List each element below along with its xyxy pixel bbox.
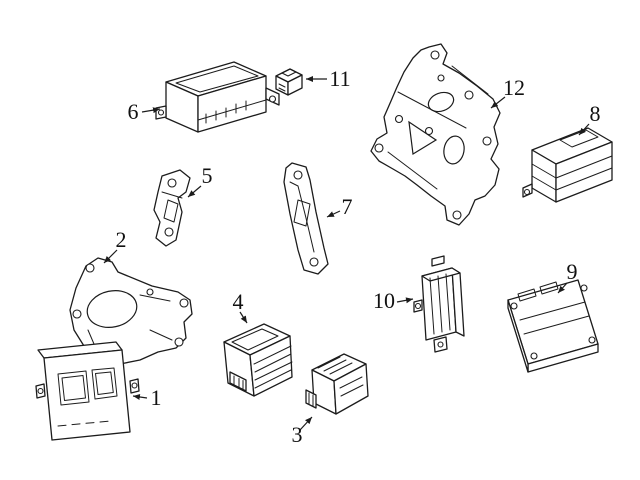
- part-8-drawing[interactable]: [522, 127, 613, 203]
- part-7-drawing[interactable]: [283, 162, 329, 275]
- callout-2-label[interactable]: 2: [116, 227, 127, 252]
- callout-9-label[interactable]: 9: [567, 259, 578, 284]
- part-5-drawing[interactable]: [153, 169, 191, 247]
- callout-5-arrow: [187, 185, 202, 198]
- part-12-drawing[interactable]: [370, 43, 501, 226]
- callout-10-label[interactable]: 10: [373, 288, 395, 313]
- callout-6-arrow: [141, 107, 161, 114]
- callout-9-arrow: [557, 282, 568, 294]
- part-10-drawing[interactable]: [413, 255, 465, 353]
- part-9-drawing[interactable]: [507, 279, 599, 373]
- callout-1-arrow: [132, 394, 148, 400]
- callout-4-arrow: [239, 311, 248, 324]
- part-2-drawing[interactable]: [69, 257, 193, 365]
- callout-4-label[interactable]: 4: [233, 289, 244, 314]
- callout-6-label[interactable]: 6: [128, 99, 139, 124]
- callout-12-label[interactable]: 12: [503, 75, 525, 100]
- part-11-drawing[interactable]: [275, 68, 303, 96]
- part-1-drawing[interactable]: [35, 341, 140, 441]
- callout-5-label[interactable]: 5: [202, 163, 213, 188]
- callout-11-label[interactable]: 11: [329, 66, 350, 91]
- callout-1-label[interactable]: 1: [151, 385, 162, 410]
- callout-7-arrow: [326, 210, 341, 218]
- callout-8-label[interactable]: 8: [590, 101, 601, 126]
- part-4-drawing[interactable]: [223, 323, 293, 397]
- callout-3-label[interactable]: 3: [292, 422, 303, 447]
- callout-10-arrow: [396, 297, 414, 304]
- callout-2-arrow: [103, 249, 118, 264]
- callout-8-arrow: [578, 123, 590, 136]
- callout-12-arrow: [490, 96, 506, 109]
- part-3-drawing[interactable]: [305, 353, 369, 415]
- callout-3-arrow: [299, 416, 313, 431]
- part-6-drawing[interactable]: [155, 61, 280, 133]
- callout-7-label[interactable]: 7: [342, 194, 353, 219]
